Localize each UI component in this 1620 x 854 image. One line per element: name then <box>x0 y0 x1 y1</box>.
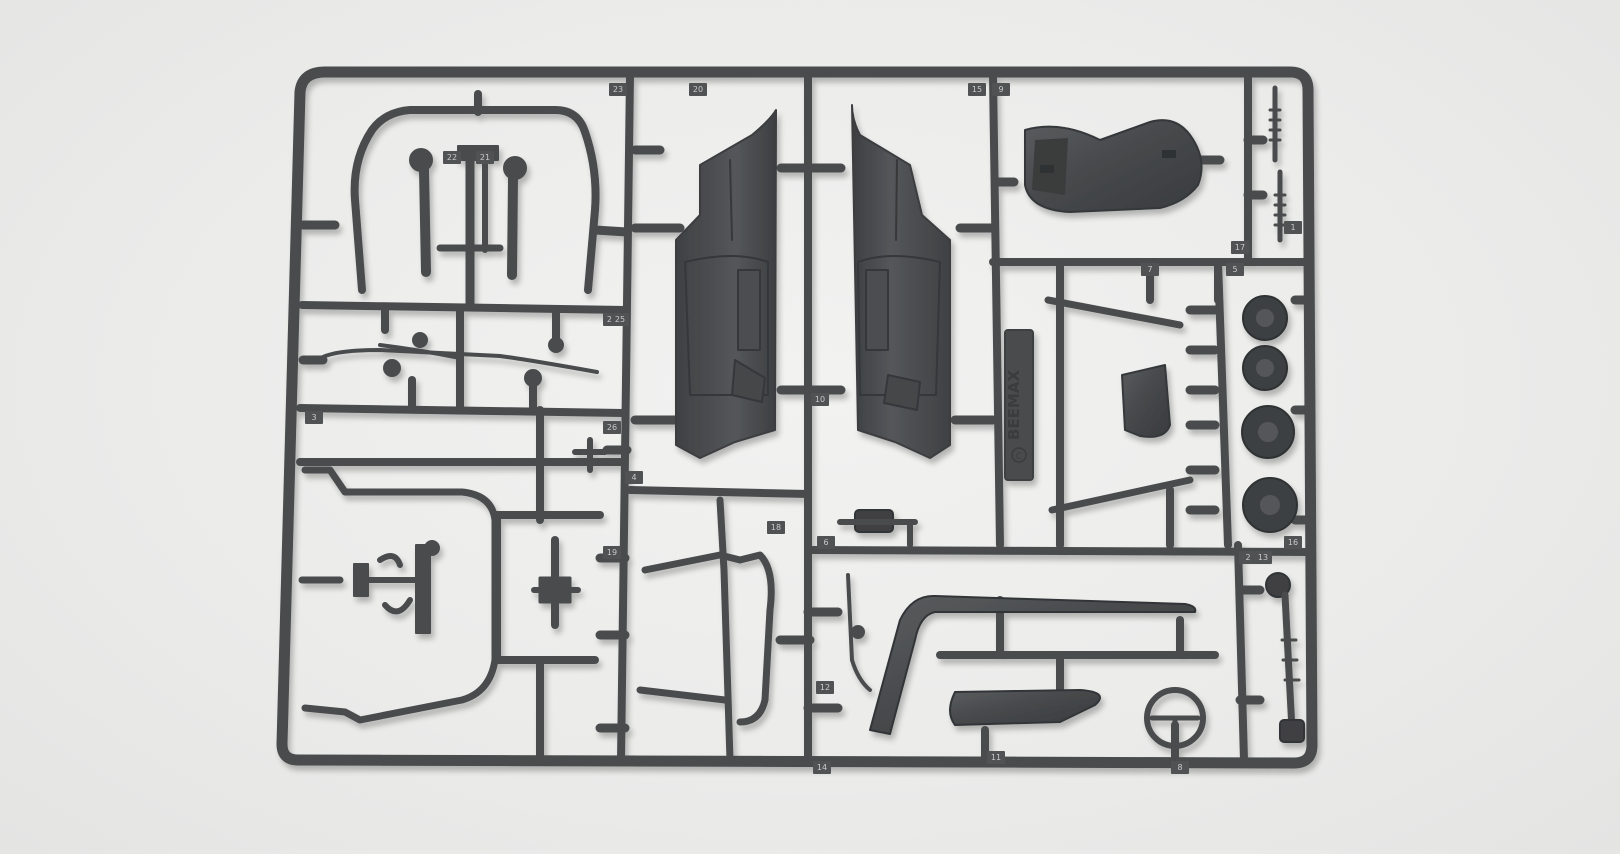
t-handle-part <box>572 437 608 473</box>
part-number-tag-bg <box>1171 761 1189 774</box>
part-number-tag: 7 <box>1147 265 1152 274</box>
shock-absorber-parts <box>1268 85 1287 243</box>
part-number-tag-bg <box>603 546 621 559</box>
front-hoop-part <box>636 496 775 764</box>
part-number-tag-bg <box>443 151 461 164</box>
part-number-tag: 1 <box>1290 223 1295 232</box>
wire-harness-part <box>846 573 872 692</box>
part-number-tag-bg <box>625 471 643 484</box>
part-number-tag-bg <box>968 83 986 96</box>
brand-mark-text: C <box>1016 452 1022 462</box>
sprue-runners <box>296 72 1312 764</box>
part-number-tag-bg <box>817 536 835 549</box>
part-number-tag: 16 <box>1288 538 1298 547</box>
part-number-tag-bg <box>811 393 829 406</box>
part-number-tag: 13 <box>1258 553 1268 562</box>
part-number-tag-bg <box>1231 241 1249 254</box>
brake-disc-parts <box>1241 295 1298 533</box>
part-number-tags: 2320159222124253264191810765217131214118… <box>305 83 1302 774</box>
part-number-tag-bg <box>1284 221 1302 234</box>
part-number-tag-bg <box>1254 551 1272 564</box>
part-number-tag: 3 <box>311 413 316 422</box>
part-number-tag: 19 <box>607 548 617 557</box>
rod-parts-row <box>316 332 599 387</box>
racing-seat-part <box>1024 119 1203 213</box>
door-panel-right <box>851 104 951 459</box>
part-number-tag: 9 <box>998 85 1003 94</box>
trim-panel-part <box>949 689 1101 726</box>
door-panel-left <box>675 109 777 459</box>
part-number-tag: 5 <box>1232 265 1237 274</box>
part-number-tag: 26 <box>607 423 617 432</box>
part-number-tag: 17 <box>1235 243 1245 252</box>
part-number-tag-bg <box>609 83 627 96</box>
part-number-tag-bg <box>476 151 494 164</box>
part-number-tag-bg <box>1239 551 1257 564</box>
part-number-tag: 18 <box>771 523 781 532</box>
part-number-tag-bg <box>987 751 1005 764</box>
seat-bracket-parts <box>409 145 527 310</box>
part-number-tag: 21 <box>480 153 490 162</box>
part-number-tag-bg <box>1284 536 1302 549</box>
brand-logo-text: BEEMAX <box>1005 370 1023 440</box>
part-number-tag-bg <box>813 761 831 774</box>
part-number-tag: 10 <box>815 395 825 404</box>
canister-part <box>837 509 918 548</box>
part-number-tag: 2 <box>1245 553 1250 562</box>
tube-frame-part <box>298 466 499 724</box>
joint-part <box>531 536 581 629</box>
brand-plate <box>1004 329 1034 481</box>
part-number-tag: 20 <box>693 85 703 94</box>
part-number-tag: 25 <box>615 315 625 324</box>
roll-cage-part <box>350 90 600 294</box>
part-number-tag: 6 <box>823 538 828 547</box>
sprue-frame <box>276 66 1318 769</box>
brand-plate-text: BEEMAX C <box>1005 370 1027 463</box>
part-number-tag: 11 <box>991 753 1001 762</box>
bucket-part <box>1121 364 1171 438</box>
part-number-tag-bg <box>816 681 834 694</box>
part-number-tag-bg <box>1226 263 1244 276</box>
part-number-tag: 8 <box>1177 763 1182 772</box>
part-number-tag-bg <box>611 313 629 326</box>
cage-tube-parts <box>1044 296 1194 514</box>
small-linkage-part <box>353 540 440 634</box>
part-number-tag: 14 <box>817 763 827 772</box>
part-number-tag-bg <box>1141 263 1159 276</box>
part-number-tag-bg <box>992 83 1010 96</box>
steering-wheel-part <box>1144 687 1206 749</box>
part-number-tag-bg <box>689 83 707 96</box>
bent-tube-part <box>869 594 1197 735</box>
part-number-tag-bg <box>305 411 323 424</box>
part-number-tag: 23 <box>613 85 623 94</box>
part-number-tag: 22 <box>447 153 457 162</box>
part-number-tag-bg <box>767 521 785 534</box>
part-number-tag: 4 <box>631 473 636 482</box>
axle-assembly-part <box>1265 572 1305 743</box>
part-number-tag-bg <box>603 421 621 434</box>
sprue-gates <box>298 135 1315 733</box>
part-number-tag: 15 <box>972 85 982 94</box>
part-number-tag: 12 <box>820 683 830 692</box>
